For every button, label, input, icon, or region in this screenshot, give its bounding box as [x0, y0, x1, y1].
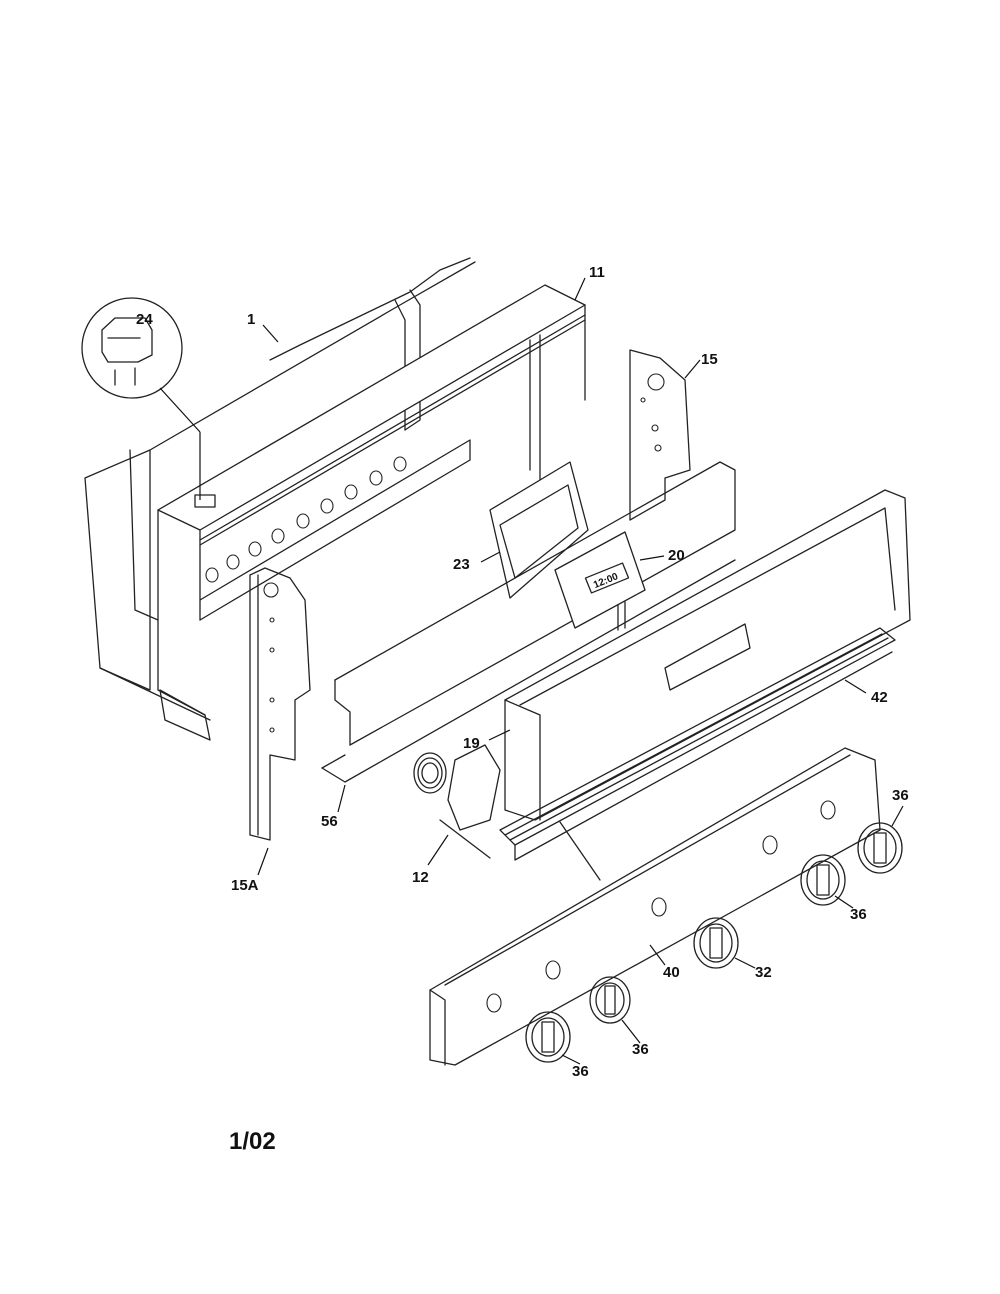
right-end-bracket: [629, 349, 691, 521]
knob-36-left: [589, 976, 631, 1024]
callout-36-lower-left: 36: [572, 1063, 589, 1080]
callout-19: 19: [463, 735, 480, 752]
callout-42: 42: [871, 689, 888, 706]
callout-36-far-right: 36: [892, 787, 909, 804]
burner-knob-holes: [205, 456, 407, 583]
callout-40: 40: [663, 964, 680, 981]
callout-20: 20: [668, 547, 685, 564]
callout-1: 1: [247, 311, 255, 328]
callout-23: 23: [453, 556, 470, 573]
left-end-bracket: [249, 567, 311, 841]
knob-36-far-right: [857, 822, 903, 874]
knob-36-right: [800, 854, 846, 906]
knob-36-lower-left: [525, 1011, 571, 1063]
callout-11: 11: [589, 264, 605, 281]
main-control-panel-frame: [157, 284, 586, 716]
knob-32-center: [693, 917, 739, 969]
callout-56: 56: [321, 813, 338, 830]
callout-labels: 24 1 11 15 23 20 42 19 56 15A 12 36 36 4…: [136, 264, 909, 1080]
electronic-clock: 12:00: [554, 531, 646, 631]
rear-wiring-panel: [84, 257, 476, 741]
clock-bracket: [489, 461, 589, 599]
callout-15a: 15A: [231, 877, 259, 894]
callout-15: 15: [701, 351, 718, 368]
callout-24: 24: [136, 311, 153, 328]
infinite-switch: [413, 744, 501, 859]
footer-code: 1/02: [229, 1128, 276, 1155]
lower-knob-panel: [429, 747, 881, 1066]
callout-12: 12: [412, 869, 429, 886]
callout-32: 32: [755, 964, 772, 981]
front-control-panel: [504, 489, 911, 821]
callout-36-right: 36: [850, 906, 867, 923]
rocker-switch-detail: [81, 297, 201, 500]
leader-lines: [257, 277, 904, 1065]
callout-36-left: 36: [632, 1041, 649, 1058]
trim-strip: [499, 627, 896, 861]
